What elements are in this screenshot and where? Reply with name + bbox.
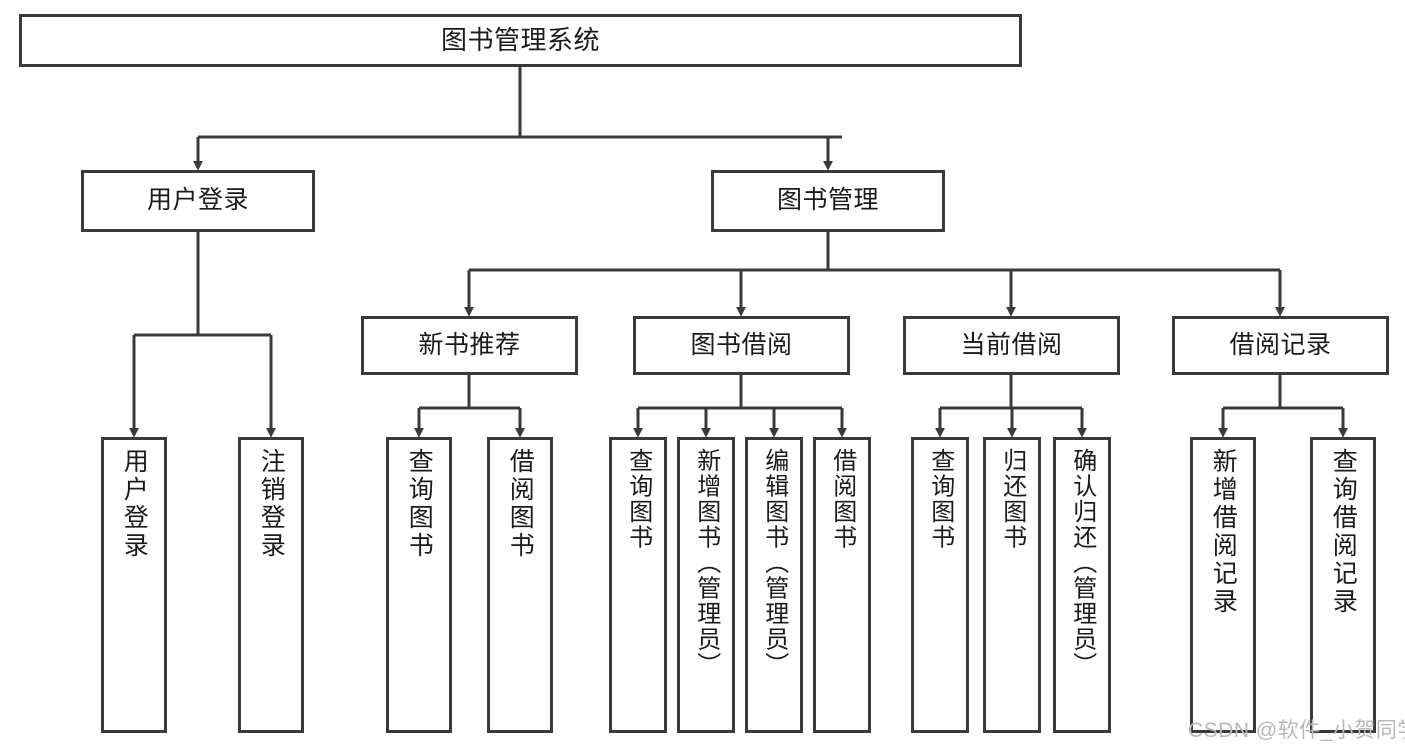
- node-leaf-edit-book-admin[interactable]: 编辑图书（管理员）: [745, 437, 803, 733]
- node-new-book-recommend-label: 新书推荐: [418, 330, 521, 359]
- node-leaf-confirm-return-admin[interactable]: 确认归还（管理员）: [1053, 437, 1111, 733]
- node-leaf-user-login[interactable]: 用户登录: [101, 437, 167, 733]
- node-leaf-query-book-borrow[interactable]: 查询图书: [609, 437, 667, 733]
- node-current-borrow-label: 当前借阅: [960, 330, 1063, 359]
- node-leaf-add-book-admin[interactable]: 新增图书（管理员）: [677, 437, 735, 733]
- node-borrow-records-label: 借阅记录: [1229, 330, 1332, 359]
- node-leaf-borrow-book-borrow-label: 借阅图书: [828, 448, 856, 550]
- node-current-borrow[interactable]: 当前借阅: [903, 316, 1120, 375]
- node-leaf-query-book-recommend[interactable]: 查询图书: [386, 437, 452, 733]
- node-leaf-logout[interactable]: 注销登录: [238, 437, 304, 733]
- node-leaf-user-login-label: 用户登录: [120, 448, 149, 560]
- node-leaf-add-borrow-record-label: 新增借阅记录: [1209, 448, 1238, 616]
- node-book-manage[interactable]: 图书管理: [711, 170, 945, 232]
- node-leaf-return-book-label: 归还图书: [998, 448, 1026, 550]
- node-leaf-query-book-borrow-label: 查询图书: [624, 448, 652, 550]
- node-leaf-add-book-admin-label: 新增图书（管理员）: [692, 448, 720, 678]
- node-leaf-logout-label: 注销登录: [257, 448, 286, 560]
- node-user-login-label: 用户登录: [146, 186, 249, 215]
- node-leaf-query-book-current[interactable]: 查询图书: [911, 437, 969, 733]
- node-book-borrow[interactable]: 图书借阅: [633, 316, 850, 375]
- node-root[interactable]: 图书管理系统: [19, 14, 1022, 67]
- node-borrow-records[interactable]: 借阅记录: [1172, 316, 1389, 375]
- node-root-label: 图书管理系统: [440, 25, 600, 56]
- csdn-watermark: CSDN @软件_小贺同学: [1188, 719, 1405, 742]
- node-leaf-borrow-book-borrow[interactable]: 借阅图书: [813, 437, 871, 733]
- node-leaf-borrow-book-recommend-label: 借阅图书: [506, 448, 535, 560]
- node-leaf-query-borrow-record-label: 查询借阅记录: [1329, 448, 1358, 616]
- node-leaf-query-book-recommend-label: 查询图书: [405, 448, 434, 560]
- node-leaf-edit-book-admin-label: 编辑图书（管理员）: [760, 448, 788, 678]
- node-leaf-query-book-current-label: 查询图书: [926, 448, 954, 550]
- node-leaf-query-borrow-record[interactable]: 查询借阅记录: [1310, 437, 1376, 733]
- node-leaf-confirm-return-admin-label: 确认归还（管理员）: [1068, 448, 1096, 678]
- node-book-borrow-label: 图书借阅: [690, 330, 793, 359]
- node-new-book-recommend[interactable]: 新书推荐: [361, 316, 578, 375]
- node-book-manage-label: 图书管理: [776, 186, 879, 215]
- node-user-login[interactable]: 用户登录: [81, 170, 315, 232]
- node-leaf-add-borrow-record[interactable]: 新增借阅记录: [1190, 437, 1256, 733]
- node-leaf-borrow-book-recommend[interactable]: 借阅图书: [487, 437, 553, 733]
- node-leaf-return-book[interactable]: 归还图书: [983, 437, 1041, 733]
